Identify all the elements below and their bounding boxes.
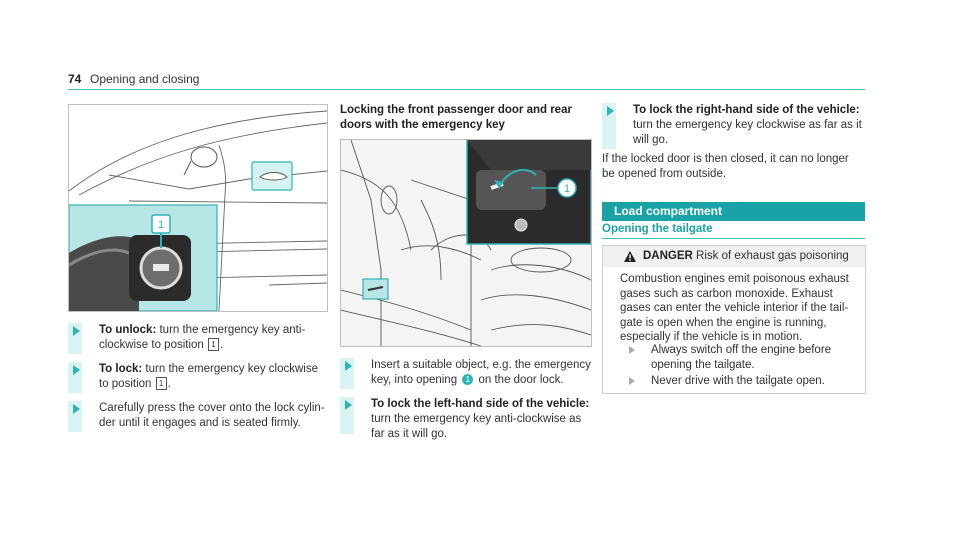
bullet-arrow-icon — [607, 106, 614, 116]
figure1-callout: 1 — [158, 219, 164, 231]
bullet-arrow-icon — [629, 377, 635, 385]
page-number: 74 — [68, 72, 82, 86]
middle-heading: Locking the front passenger door and rea… — [340, 104, 572, 131]
door-handle-figure: 1 — [68, 104, 328, 312]
step-lock-left: To lock the left-hand side of the vehicl… — [340, 397, 595, 440]
bullet-arrow-icon — [73, 404, 80, 414]
header-rule — [68, 89, 865, 90]
danger-word: DANGER — [643, 250, 693, 262]
bullet-arrow-icon — [345, 400, 352, 410]
danger-box: DANGER Risk of exhaust gas poisoning Com… — [602, 245, 866, 394]
key-position-1: 1 — [155, 377, 167, 391]
danger-step-never-drive: Never drive with the tailgate open. — [629, 374, 859, 389]
step-insert-object: Insert a suitable object, e.g. the emerg… — [340, 358, 595, 389]
locked-door-note: If the locked door is then closed, it ca… — [602, 153, 849, 180]
bullet-arrow-icon — [345, 361, 352, 371]
bullet-arrow-icon — [629, 346, 635, 354]
opening-callout-1: 1 — [462, 374, 474, 386]
danger-body: Combustion engines emit poisonous exhaus… — [620, 273, 849, 343]
key-position-1: 1 — [208, 338, 220, 352]
section-bar: Load compartment — [602, 202, 865, 221]
subsection-title: Opening the tailgate — [602, 223, 713, 235]
danger-header: DANGER Risk of exhaust gas poisoning — [603, 246, 865, 267]
section-header-title: Opening and closing — [90, 72, 200, 86]
emergency-key-figure: 1 — [340, 139, 592, 347]
step-lock-right: To lock the right-hand side of the vehic… — [602, 103, 865, 149]
step-lock: To lock: turn the emergency key clockwis… — [68, 362, 330, 393]
step-unlock: To unlock: turn the emergency key anti-c… — [68, 323, 330, 354]
danger-step-switch-off: Always switch off the engine before open… — [629, 343, 859, 372]
step-press-cover: Carefully press the cover onto the lock … — [68, 401, 330, 432]
danger-title: Risk of exhaust gas poisoning — [692, 250, 849, 262]
bullet-arrow-icon — [73, 326, 80, 336]
subsection-rule — [602, 238, 865, 239]
figure2-callout: 1 — [564, 183, 570, 195]
bullet-arrow-icon — [73, 365, 80, 375]
warning-triangle-icon — [624, 251, 636, 262]
